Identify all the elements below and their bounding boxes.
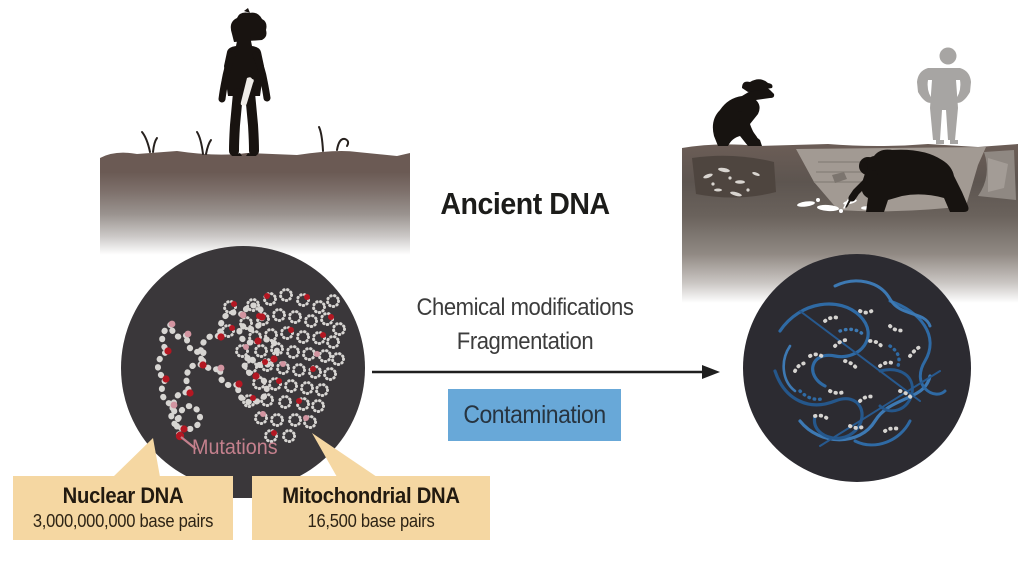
mutation-dots-pink [168,311,320,421]
archaeologist-kneeling-silhouette [843,149,969,212]
effect-fragmentation: Fragmentation [350,328,700,356]
pit-stone [832,172,847,183]
buried-deposit [692,155,776,198]
ancient-human-scene-illustration [100,8,410,257]
callout-wedges [113,433,377,477]
excavation-tool-icon [843,199,849,209]
effect-fragmentation-text: Fragmentation [456,328,594,355]
page-title-text: Ancient DNA [440,186,610,221]
rock-facet [988,158,1008,192]
page-title: Ancient DNA [375,186,675,222]
nuclear-dna-title: Nuclear DNA [62,483,184,508]
archaeologist-crouching-silhouette [712,79,775,146]
intact-dna-circle [121,246,365,490]
contamination-badge-text: Contamination [463,401,606,429]
effect-chemical-modifications: Chemical modifications [350,294,700,322]
bone-icon [240,77,254,106]
mitochondrial-dna-title: Mitochondrial DNA [282,483,460,508]
mitochondrial-dna-label-box: Mitochondrial DNA 16,500 base pairs [252,476,490,540]
fragmented-ancient-dna [793,307,924,433]
ground-cross-section [100,151,410,257]
mutations-label: Mutations [192,436,332,460]
process-arrow [372,365,720,379]
nuclear-callout-wedge [113,438,160,477]
degraded-dna-circle [743,254,971,482]
grass-tufts [141,126,350,155]
mitochondrial-callout-wedge [312,433,377,477]
excavation-scene-illustration [682,47,1018,308]
mutation-dots-red [162,293,334,441]
arrowhead-icon [702,365,720,379]
circle-bottom-tab [231,466,255,498]
mitochondrial-dna-subtitle: 16,500 base pairs [307,511,435,531]
nuclear-dna-label-box: Nuclear DNA 3,000,000,000 base pairs [13,476,233,540]
archaeologist-standing-silhouette [917,47,971,144]
ancient-human-silhouette [218,8,271,156]
buried-bones [703,167,760,197]
contaminant-dna-strands [773,279,947,447]
effect-chemical-modifications-text: Chemical modifications [416,294,634,321]
nuclear-dna-subtitle: 3,000,000,000 base pairs [32,511,214,531]
contamination-badge: Contamination [448,389,621,441]
mutations-label-text: Mutations [192,436,278,459]
mutations-pointer-line [180,436,197,450]
